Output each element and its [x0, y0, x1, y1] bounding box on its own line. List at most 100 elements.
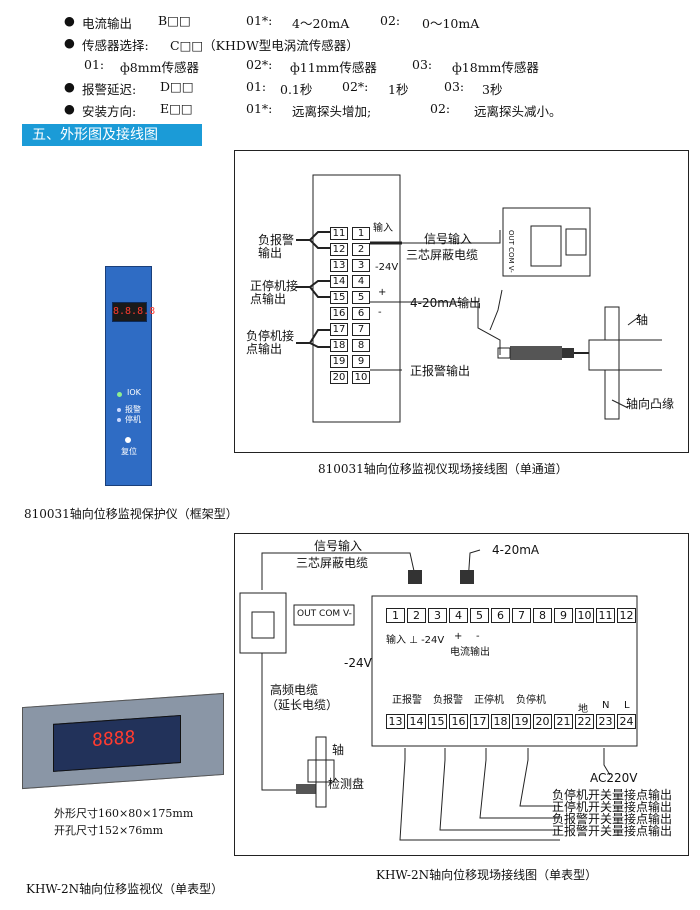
terminal-11: 11 — [330, 227, 348, 240]
option-code-2: 02: — [430, 101, 451, 116]
pos-alarm-output-label: 正报警输出 — [410, 364, 471, 378]
meter-cutout: 开孔尺寸152×76mm — [54, 824, 164, 837]
option-code: E□□ — [160, 101, 193, 116]
option-code: B□□ — [158, 13, 191, 28]
terminal-14: 14 — [330, 275, 348, 288]
option-value-2: ф11mm传感器 — [290, 60, 377, 75]
d2-converter-terminals: OUT COM V- — [297, 609, 352, 619]
terminal-21: 21 — [554, 714, 573, 729]
terminal-20: 20 — [533, 714, 552, 729]
minus24-label: -24V — [375, 262, 399, 273]
terminal-10: 10 — [352, 371, 370, 384]
d2-cable-label: 三芯屏蔽电缆 — [296, 556, 369, 570]
terminal-5: 5 — [352, 291, 370, 304]
option-name: 报警延迟: — [82, 82, 137, 97]
terminal-1: 1 — [352, 227, 370, 240]
d2-plus-label: + — [454, 631, 463, 642]
terminal-16: 16 — [330, 307, 348, 320]
option-code-1: 01: — [246, 79, 267, 94]
bullet: ● — [64, 101, 75, 116]
terminal-9: 9 — [352, 355, 370, 368]
terminal-12: 12 — [330, 243, 348, 256]
reset-label: 复位 — [121, 447, 137, 456]
terminal-11: 11 — [596, 608, 615, 623]
terminal-13: 13 — [386, 714, 405, 729]
d2-output-4: 正报警开关量接点输出 — [552, 824, 673, 838]
d2-neg-alarm-label: 负报警 — [433, 695, 463, 706]
d2-current-label: 电流输出 — [450, 647, 490, 658]
flange-label: 轴向凸缘 — [626, 397, 675, 411]
terminal-19: 19 — [512, 714, 531, 729]
terminal-24: 24 — [617, 714, 636, 729]
d2-shaft-label: 轴 — [332, 743, 345, 757]
d2-pos-alarm-label: 正报警 — [392, 695, 422, 706]
option-value-1: ф8mm传感器 — [120, 60, 199, 75]
terminal-1: 1 — [386, 608, 405, 623]
d2-pos-stop-label: 正停机 — [474, 695, 504, 706]
ok-led-icon — [117, 392, 122, 397]
cable-label: 三芯屏蔽电缆 — [406, 248, 479, 262]
converter-terminals: OUT COM V- — [507, 230, 515, 273]
terminal-10: 10 — [575, 608, 594, 623]
terminal-7: 7 — [352, 323, 370, 336]
terminal-4: 4 — [449, 608, 468, 623]
terminal-18: 18 — [491, 714, 510, 729]
terminal-7: 7 — [512, 608, 531, 623]
option-code-1: 01: — [84, 57, 105, 72]
input-label: 输入 — [373, 223, 393, 234]
terminal-20: 20 — [330, 371, 348, 384]
pos-stop-label: 正停机接 点输出 — [250, 279, 299, 306]
rack-caption: 810031轴向位移监视保护仪（框架型） — [24, 507, 238, 521]
option-value-2: 1秒 — [388, 82, 409, 97]
terminal-3: 3 — [428, 608, 447, 623]
meter-dims: 外形尺寸160×80×175mm — [54, 807, 194, 820]
option-code-2: 02: — [380, 13, 401, 28]
option-value-1: 4～20mA — [292, 16, 350, 31]
option-code: C□□（KHDW型电涡流传感器） — [170, 38, 359, 53]
stop-led-icon — [117, 418, 121, 422]
terminal-3: 3 — [352, 259, 370, 272]
rack-display-digits: 8.8.8.8 — [113, 306, 156, 317]
signal-input-label: 信号输入 — [424, 232, 473, 246]
bullet: ● — [64, 35, 75, 50]
option-value-2: 远离探头减小。 — [474, 104, 562, 119]
option-value-1: 远离探头增加; — [292, 104, 372, 119]
neg-alarm-label: 负报警 输出 — [258, 233, 295, 260]
d2-output-3: 负报警开关量接点输出 — [552, 812, 673, 826]
terminal-23: 23 — [596, 714, 615, 729]
diagram2-caption: KHW-2N轴向位移现场接线图（单表型） — [376, 868, 598, 882]
d2-input-label: 输入 ⊥ -24V — [386, 635, 445, 646]
terminal-13: 13 — [330, 259, 348, 272]
terminal-16: 16 — [449, 714, 468, 729]
d2-minus-label: - — [476, 631, 480, 642]
plus-label: + — [378, 287, 387, 298]
shaft-label: 轴 — [636, 313, 649, 327]
terminal-8: 8 — [533, 608, 552, 623]
terminal-18: 18 — [330, 339, 348, 352]
alarm-led-icon — [117, 408, 121, 412]
d2-ac-label: AC220V — [590, 771, 638, 785]
terminal-9: 9 — [554, 608, 573, 623]
neg-stop-label: 负停机接 点输出 — [246, 329, 295, 356]
d2-ext-label: （延长电缆） — [266, 698, 339, 712]
d2-neg-stop-label: 负停机 — [516, 695, 546, 706]
terminal-6: 6 — [352, 307, 370, 320]
reset-button[interactable] — [125, 437, 131, 443]
option-name: 传感器选择: — [82, 38, 149, 53]
ok-label: IOK — [127, 388, 141, 397]
terminal-22: 22 — [575, 714, 594, 729]
terminal-6: 6 — [491, 608, 510, 623]
d2-signal-label: 信号输入 — [314, 539, 363, 553]
terminal-4: 4 — [352, 275, 370, 288]
terminal-17: 17 — [330, 323, 348, 336]
terminal-15: 15 — [428, 714, 447, 729]
terminal-15: 15 — [330, 291, 348, 304]
option-value-3: 3秒 — [482, 82, 503, 97]
option-code-2: 02*: — [342, 79, 369, 94]
terminal-12: 12 — [617, 608, 636, 623]
ma-output-label: 4-20mA输出 — [410, 296, 482, 310]
d2-l-label: L — [624, 700, 630, 711]
alarm-label: 报警 — [125, 405, 141, 414]
